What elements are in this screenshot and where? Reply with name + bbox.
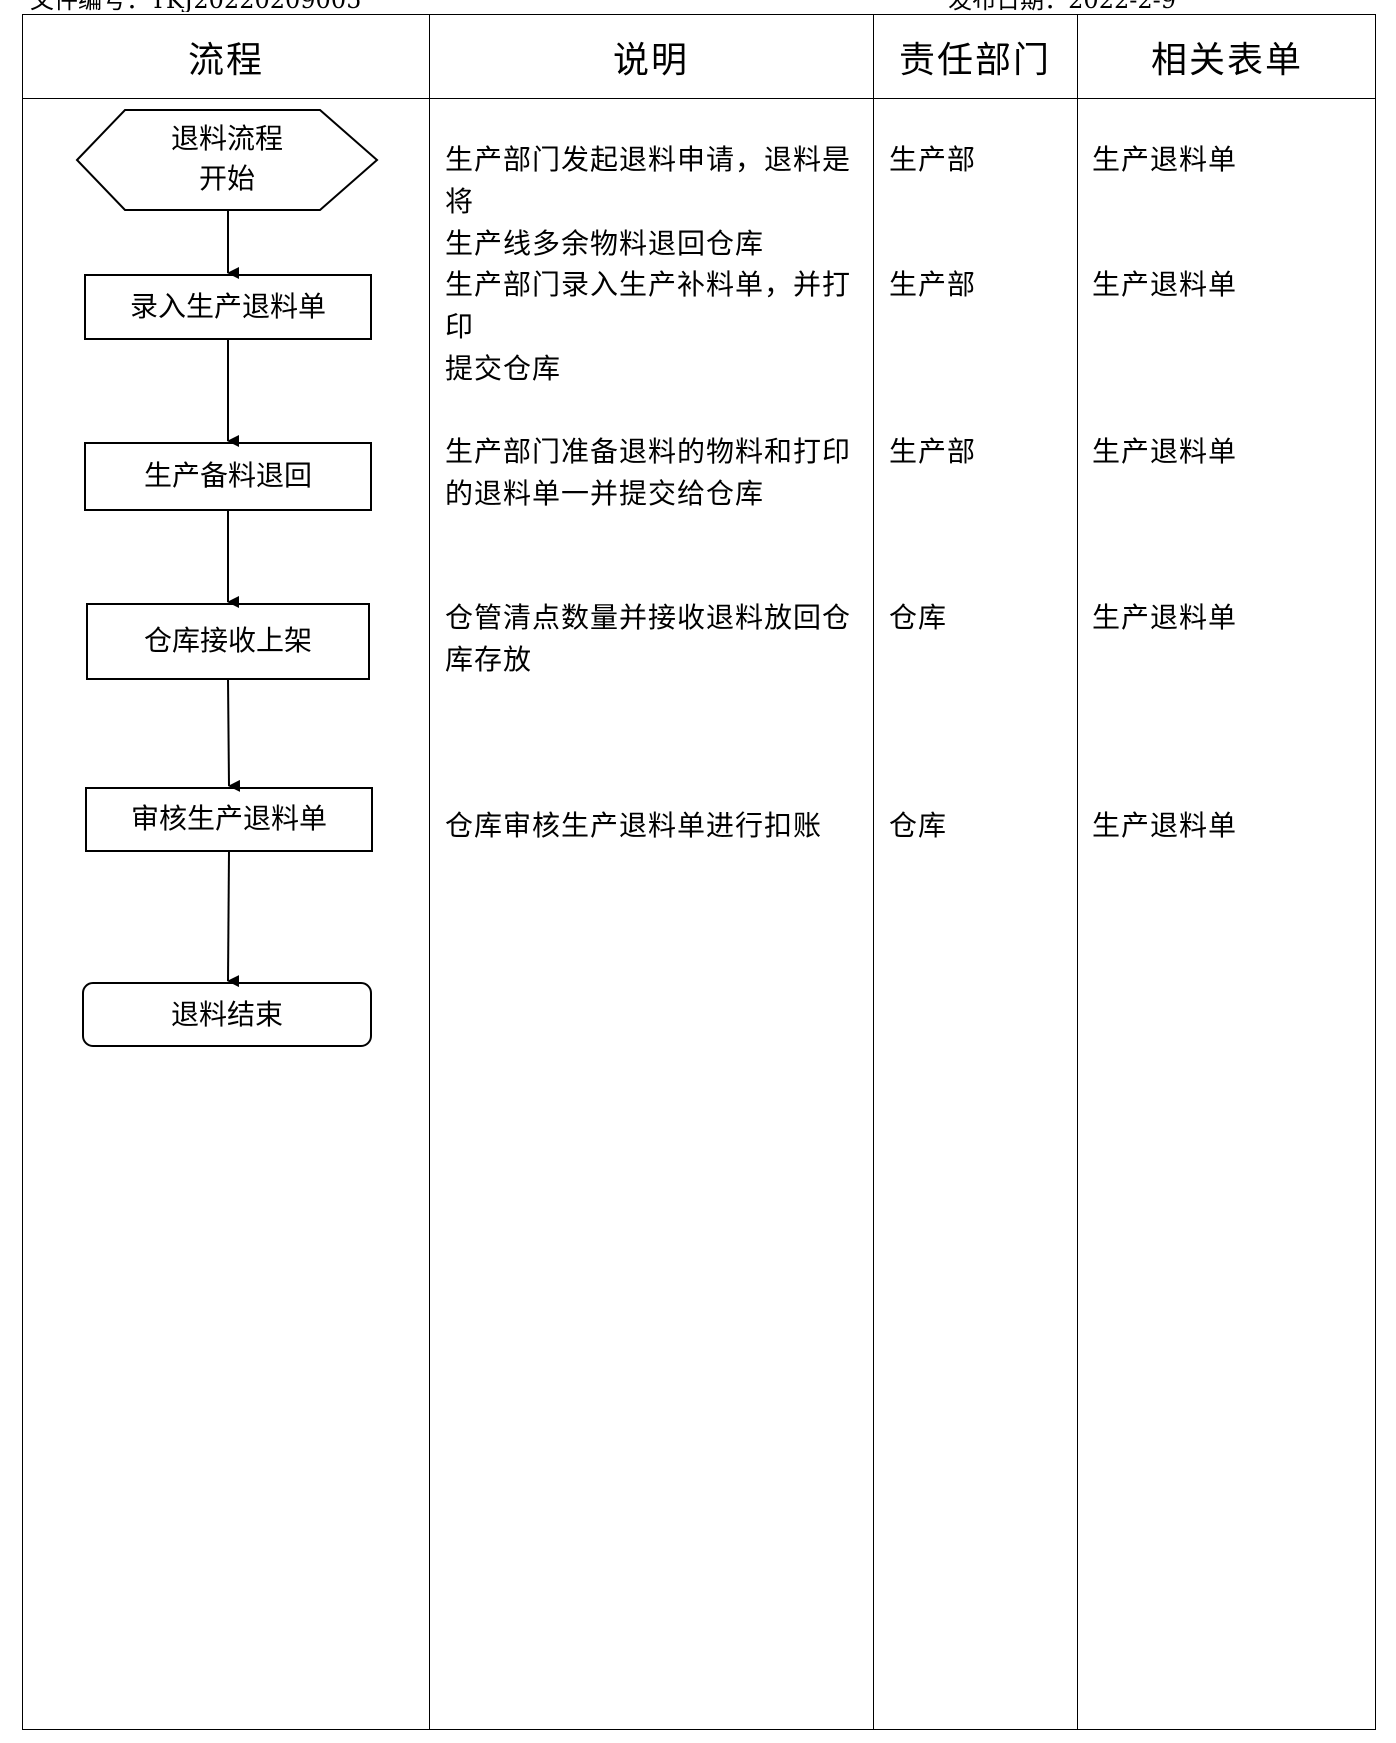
enter-node-label: 录入生产退料单 [129,290,326,323]
end-node-label: 退料结束 [170,998,283,1031]
form-cell: 生产退料单 [1092,143,1238,176]
form-cell: 生产退料单 [1092,268,1238,301]
start-node-label: 退料流程 开始 [77,119,377,199]
description-cell: 仓管清点数量并接收退料放回仓 库存放 [445,597,865,681]
description-line: 仓库审核生产退料单进行扣账 [445,809,823,842]
description-line: 生产部门发起退料申请，退料是将 [445,143,852,218]
header-flow: 流程 [187,40,264,81]
header-description: 说明 [612,40,689,81]
start-node-label-line: 开始 [198,162,255,195]
receive-node-shape [86,603,370,680]
form-cell: 生产退料单 [1092,601,1238,634]
start-node-shape [75,109,379,211]
receive-node-label: 仓库接收上架 [143,624,312,657]
return-node-shape [84,442,372,511]
start-node-label-line: 退料流程 [170,122,283,155]
department-cell: 仓库 [889,601,948,634]
form-cell: 生产退料单 [1092,809,1238,842]
description-line: 仓管清点数量并接收退料放回仓 [445,601,852,634]
description-line: 库存放 [445,643,533,676]
edge-receive-audit [227,678,241,792]
flowchart [75,109,379,1047]
description-cell: 生产部门录入生产补料单，并打印 提交仓库 [445,264,865,390]
description-line: 生产线多余物料退回仓库 [445,227,765,260]
header-department: 责任部门 [898,40,1051,81]
description-line: 提交仓库 [445,352,562,385]
description-cell: 生产部门准备退料的物料和打印 的退料单一并提交给仓库 [445,431,865,515]
audit-node-label: 审核生产退料单 [130,802,327,835]
department-cell: 生产部 [889,143,977,176]
document-number: 文件编号：YKJ20220209005 [30,0,361,12]
column-divider [1077,15,1078,1729]
page-header: 文件编号：YKJ20220209005 发布日期：2022-2-9 [0,0,1396,12]
description-cell: 生产部门发起退料申请，退料是将 生产线多余物料退回仓库 [445,139,865,265]
description-line: 的退料单一并提交给仓库 [445,477,765,510]
department-cell: 生产部 [889,268,977,301]
end-node-shape [82,982,372,1047]
description-cell: 仓库审核生产退料单进行扣账 [445,805,865,847]
process-table: 流程 说明 责任部门 相关表单 退料流程 开始 录入生产退料单 生产备料退回 仓… [22,14,1376,1730]
description-line: 生产部门准备退料的物料和打印 [445,435,852,468]
description-line: 生产部门录入生产补料单，并打印 [445,268,852,343]
department-cell: 生产部 [889,435,977,468]
publish-date: 发布日期：2022-2-9 [948,0,1176,12]
header-divider [23,98,1375,99]
column-divider [429,15,430,1729]
form-cell: 生产退料单 [1092,435,1238,468]
edge-audit-end [227,850,240,988]
return-node-label: 生产备料退回 [143,459,312,492]
column-divider [873,15,874,1729]
header-form: 相关表单 [1150,40,1303,81]
department-cell: 仓库 [889,809,948,842]
